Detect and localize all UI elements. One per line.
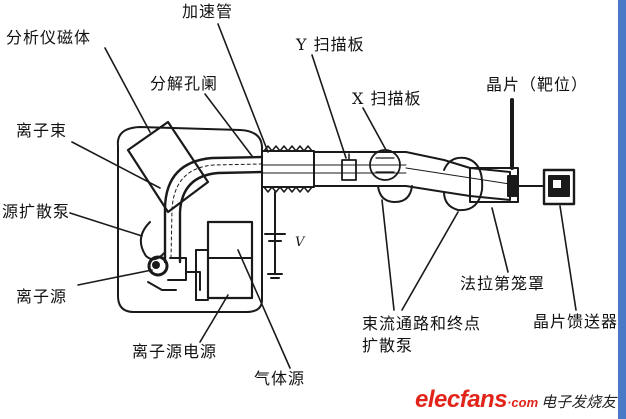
x-scan-plate — [369, 149, 401, 181]
enclosure — [116, 126, 263, 313]
label-analyzer-magnet: 分析仪磁体 — [6, 28, 92, 47]
label-y-scan-plate: Y 扫描板 — [296, 35, 365, 54]
label-ion-beam: 离子束 — [16, 121, 68, 140]
analyzer-magnet — [126, 120, 210, 214]
accelerator-tube — [261, 150, 315, 188]
accent-stripe — [618, 0, 626, 419]
voltage-symbol: V — [295, 235, 306, 250]
beamline-pump — [377, 185, 413, 203]
label-faraday-cage: 法拉第笼罩 — [460, 274, 546, 293]
y-scan-plate — [341, 159, 357, 181]
label-accelerator-tube: 加速管 — [182, 2, 234, 21]
label-ion-source: 离子源 — [16, 287, 68, 306]
label-beamline-endstation-pump: 束流通路和终点扩散泵 — [362, 314, 482, 355]
ion-source-power-box — [206, 220, 254, 300]
label-wafer-target: 晶片（靶位） — [486, 75, 589, 94]
beam-tube — [163, 155, 264, 264]
watermark-suffix: ·com — [507, 395, 539, 410]
endstation-pump — [443, 156, 484, 212]
label-gas-source: 气体源 — [254, 369, 306, 388]
diffusion-pump-bulge — [139, 221, 166, 261]
ion-source-coil — [147, 255, 169, 277]
label-wafer-feeder: 晶片馈送器 — [533, 312, 619, 331]
watermark-brand: elecfans — [415, 386, 508, 413]
label-resolving-aperture: 分解孔阑 — [150, 74, 219, 93]
label-x-scan-plate: X 扫描板 — [352, 89, 422, 108]
label-source-diffusion-pump: 源扩散泵 — [2, 202, 71, 221]
leader-lines — [69, 23, 577, 369]
label-ion-source-supply: 离子源电源 — [132, 342, 218, 361]
watermark-chinese: 电子发烧友 — [541, 393, 617, 411]
